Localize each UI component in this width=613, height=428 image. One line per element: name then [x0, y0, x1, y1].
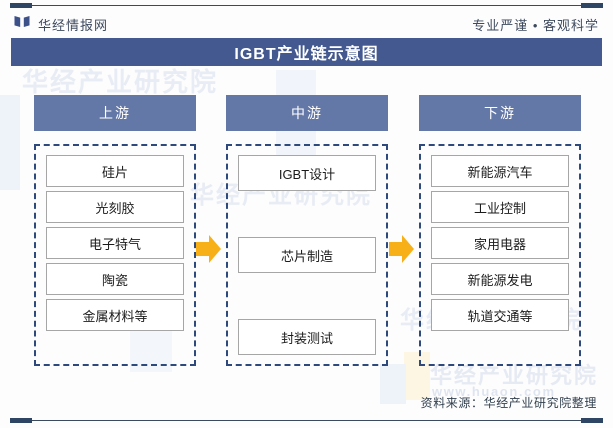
list-item[interactable]: 芯片制造 — [238, 237, 376, 273]
column-header-midstream: 中游 — [226, 95, 388, 131]
rule-cap — [581, 3, 603, 8]
source-note: 资料来源：华经产业研究院整理 — [420, 396, 597, 410]
value-chain-columns: 上游 硅片 光刻胶 电子特气 陶瓷 金属材料等 中游 IGBT设计 芯片制造 封… — [0, 95, 613, 380]
list-item[interactable]: 工业控制 — [431, 191, 569, 223]
list-item[interactable]: 新能源发电 — [431, 263, 569, 295]
rule-cap — [10, 418, 32, 423]
bottom-rule — [10, 420, 603, 421]
column-header-upstream: 上游 — [34, 95, 196, 131]
list-item[interactable]: IGBT设计 — [238, 155, 376, 191]
list-item[interactable]: 轨道交通等 — [431, 299, 569, 331]
right-arrow-icon — [196, 234, 222, 264]
list-item[interactable]: 硅片 — [46, 155, 184, 187]
brand-tagline: 专业严谨 • 客观科学 — [472, 17, 599, 33]
list-item[interactable]: 家用电器 — [431, 227, 569, 259]
column-items-downstream: 新能源汽车 工业控制 家用电器 新能源发电 轨道交通等 — [419, 144, 581, 366]
chain-column-downstream: 下游 新能源汽车 工业控制 家用电器 新能源发电 轨道交通等 — [419, 95, 581, 366]
open-book-icon — [14, 15, 30, 33]
list-item[interactable]: 电子特气 — [46, 227, 184, 259]
right-arrow-icon — [389, 234, 415, 264]
page-title: IGBT产业链示意图 — [234, 46, 379, 63]
chain-column-upstream: 上游 硅片 光刻胶 电子特气 陶瓷 金属材料等 — [34, 95, 196, 366]
list-item[interactable]: 陶瓷 — [46, 263, 184, 295]
rule-cap — [581, 418, 603, 423]
list-item[interactable]: 新能源汽车 — [431, 155, 569, 187]
column-items-midstream: IGBT设计 芯片制造 封装测试 — [226, 144, 388, 366]
watermark-institute: 华经产业研究院 — [22, 67, 219, 97]
top-rule — [10, 5, 603, 6]
brand-bar: 华经情报网 专业严谨 • 客观科学 — [0, 12, 613, 36]
list-item[interactable]: 封装测试 — [238, 319, 376, 355]
chain-column-midstream: 中游 IGBT设计 芯片制造 封装测试 — [226, 95, 388, 366]
brand-logo[interactable]: 华经情报网 — [14, 15, 108, 34]
rule-cap — [10, 3, 32, 8]
list-item[interactable]: 金属材料等 — [46, 299, 184, 331]
column-header-downstream: 下游 — [419, 95, 581, 131]
brand-name: 华经情报网 — [38, 17, 109, 33]
column-items-upstream: 硅片 光刻胶 电子特气 陶瓷 金属材料等 — [34, 144, 196, 366]
list-item[interactable]: 光刻胶 — [46, 191, 184, 223]
chart-title-band: IGBT产业链示意图 — [11, 38, 602, 66]
